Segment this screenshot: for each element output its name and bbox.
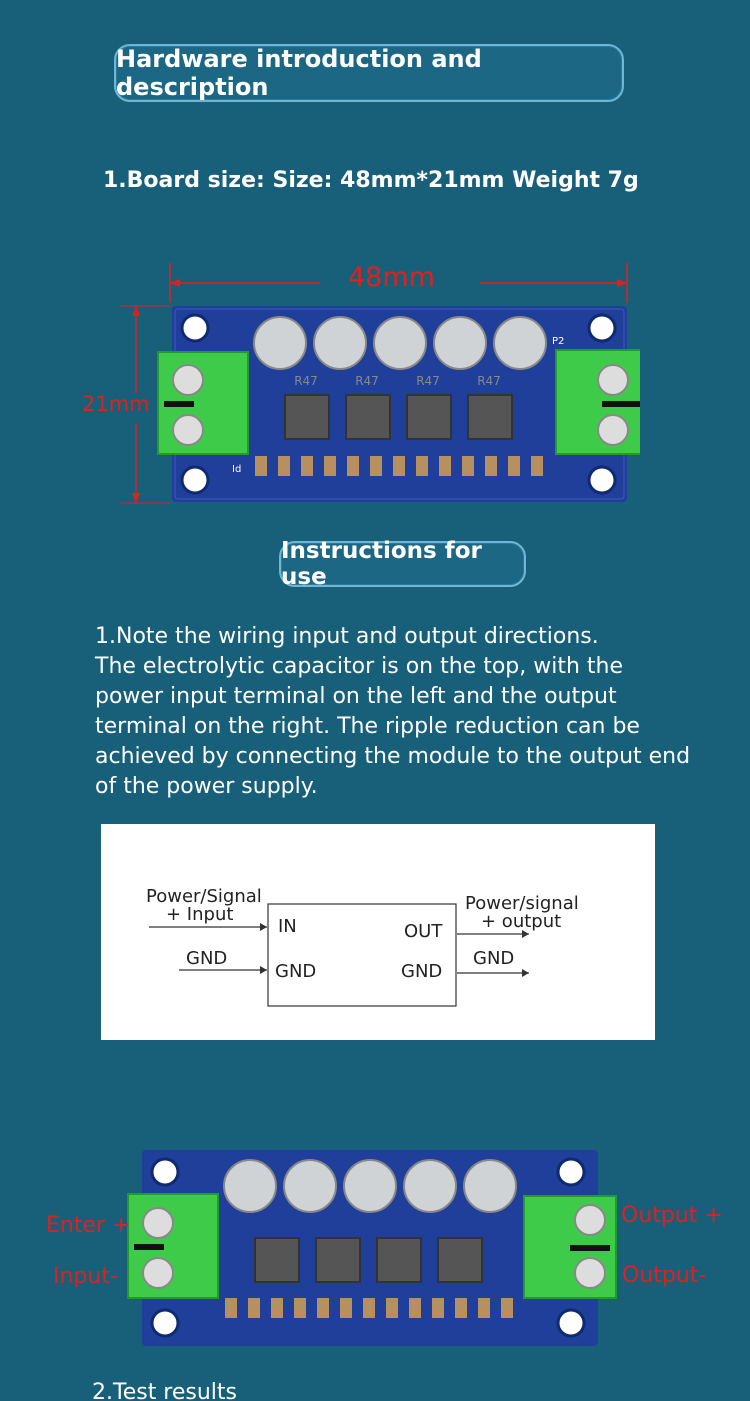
height-dimension-label: 21mm <box>82 392 150 416</box>
diagram-gnd-in: GND <box>186 948 228 969</box>
instructions-line: power input terminal on the left and the… <box>95 684 617 709</box>
enter-plus-label: Enter + <box>46 1213 131 1238</box>
output-plus-label: Output + <box>621 1203 723 1228</box>
section-title-instructions: Instructions for use <box>279 538 526 590</box>
inductor-label: R47 <box>416 374 440 388</box>
instructions-line: achieved by connecting the module to the… <box>95 744 691 769</box>
instructions-line: terminal on the right. The ripple reduct… <box>95 714 640 739</box>
board-size-text: 1.Board size: Size: 48mm*21mm Weight 7g <box>103 168 639 193</box>
p2-label: P2 <box>552 336 565 347</box>
diagram-input-label-plus: + Input <box>166 904 234 925</box>
diagram-box-gnd-left: GND <box>275 961 317 982</box>
instructions-line: 1.Note the wiring input and output direc… <box>95 624 599 649</box>
board-image-wiring <box>40 1148 730 1348</box>
output-minus-label: Output- <box>622 1263 707 1288</box>
instructions-line: of the power supply. <box>95 774 318 799</box>
diagram-box-in: IN <box>278 916 297 937</box>
section-title-test-results: 2.Test results <box>92 1380 238 1401</box>
diagram-gnd-out: GND <box>473 948 515 969</box>
diagram-box-out: OUT <box>404 921 443 942</box>
instructions-line: The electrolytic capacitor is on the top… <box>95 654 624 679</box>
p1-label: Id <box>232 464 242 475</box>
board-image-dimensions: 48mm 21mm R47 R47 R47 R47 P2 Id <box>80 258 649 508</box>
inductor-label: R47 <box>294 374 318 388</box>
inductor-label: R47 <box>355 374 379 388</box>
diagram-output-label-plus: + output <box>481 911 562 932</box>
input-minus-label: Input- <box>53 1264 118 1289</box>
diagram-box-gnd-right: GND <box>401 961 443 982</box>
width-dimension-label: 48mm <box>348 262 435 293</box>
diagram-input-label: Power/Signal <box>146 886 262 907</box>
inductor-label: R47 <box>477 374 501 388</box>
section-title-hardware: Hardware introduction and description <box>114 44 624 102</box>
wiring-diagram: Power/Signal + Input GND IN GND OUT GND … <box>101 824 655 1040</box>
instructions-paragraph: 1.Note the wiring input and output direc… <box>95 622 715 802</box>
diagram-output-label: Power/signal <box>465 893 579 914</box>
